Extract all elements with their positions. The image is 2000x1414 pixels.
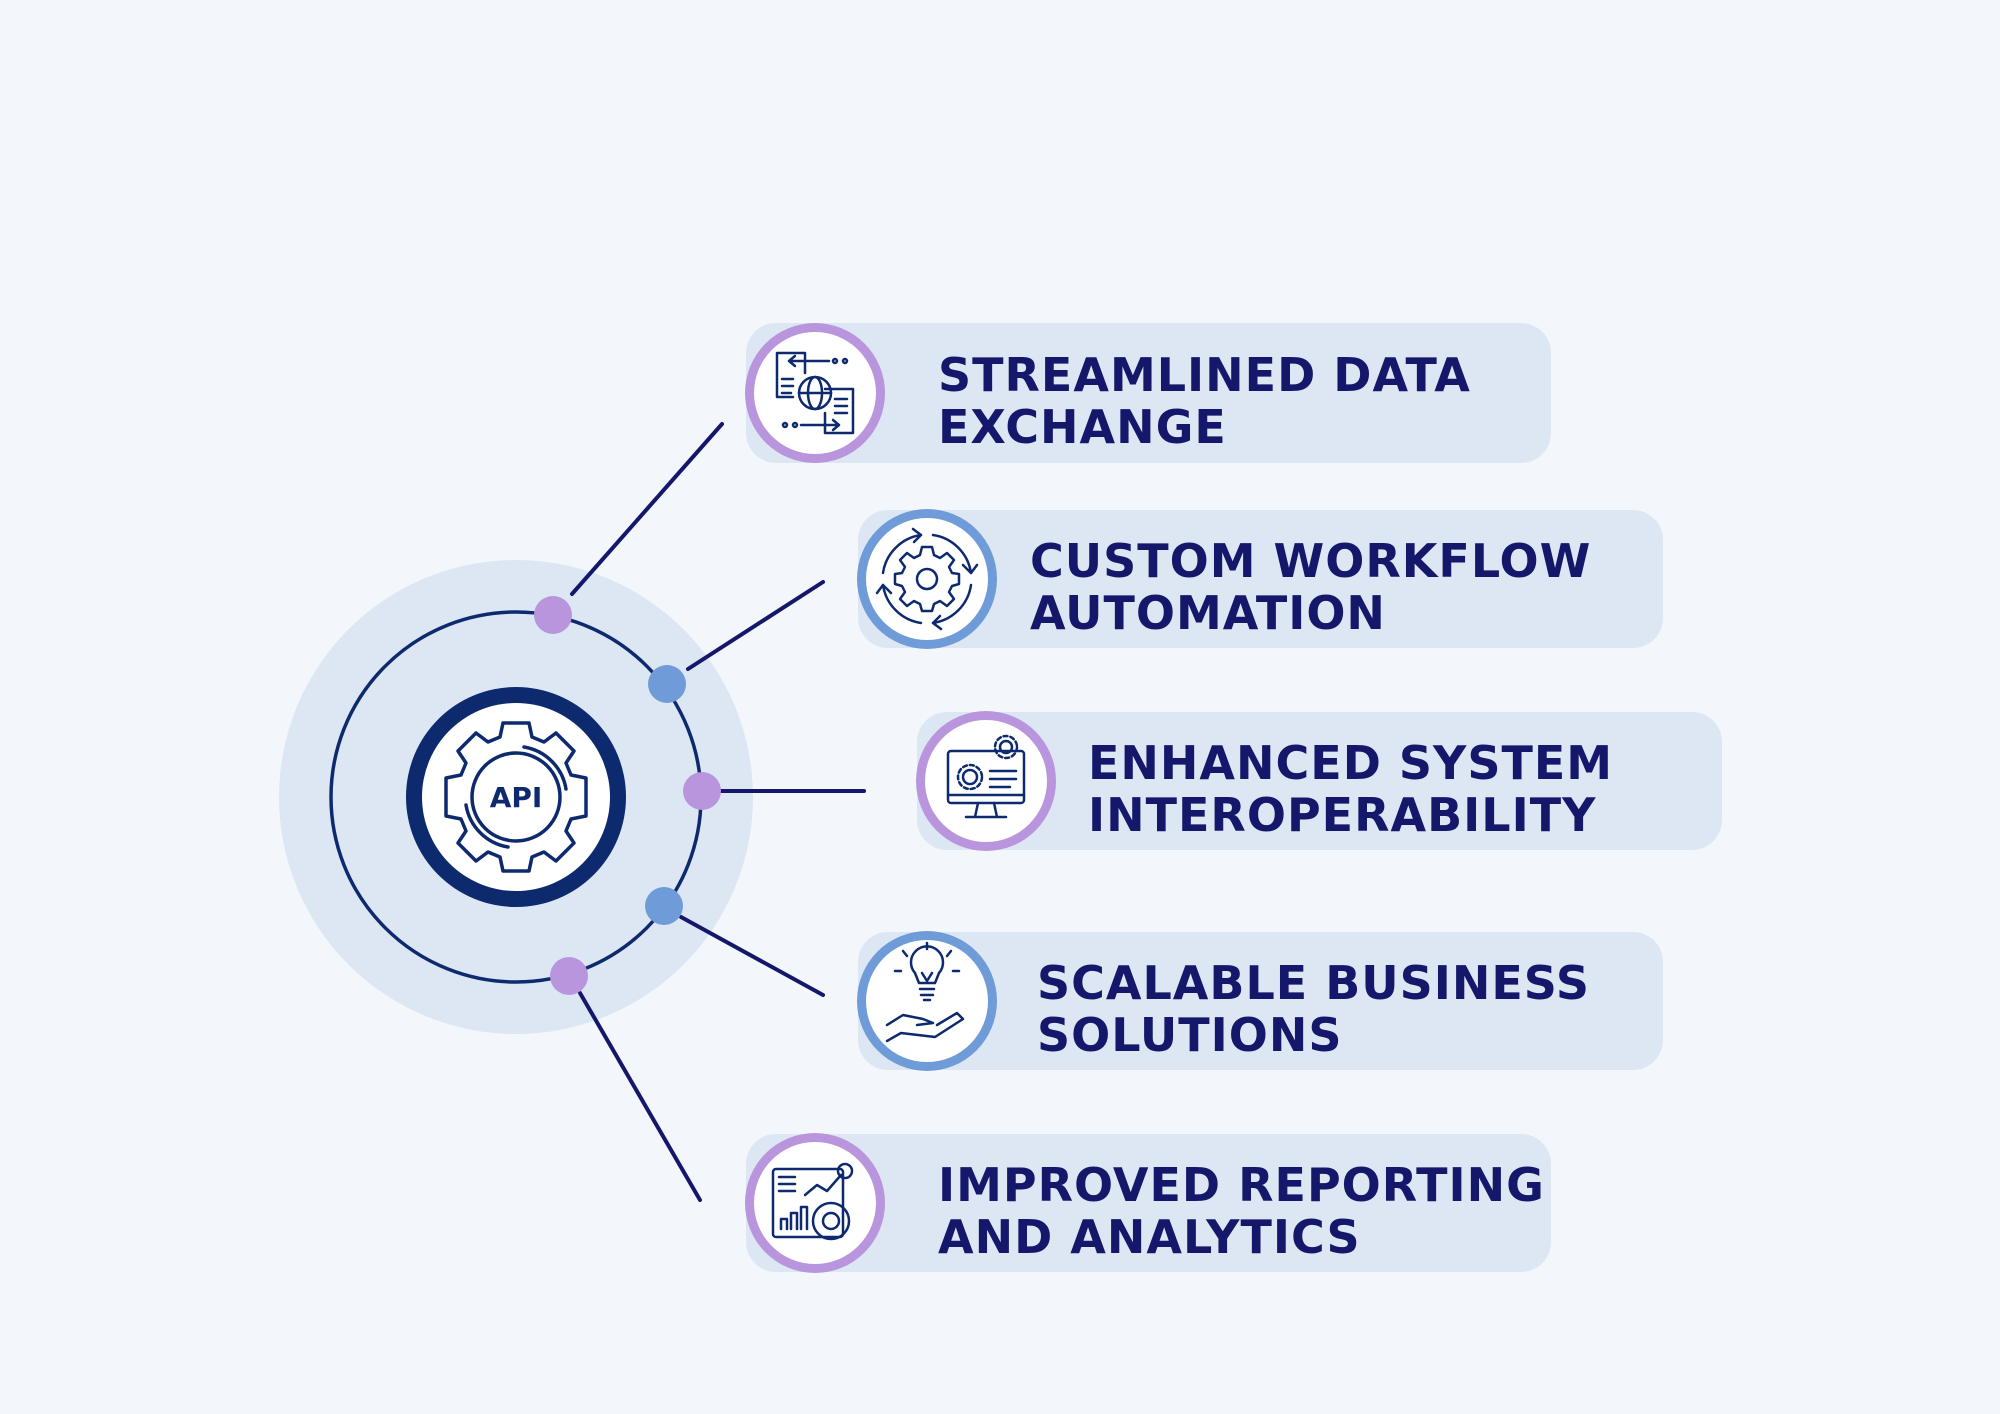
- benefit-card-5: IMPROVED REPORTING AND ANALYTICS: [745, 1133, 1551, 1273]
- card-title-line-1: CUSTOM WORKFLOW: [1030, 534, 1591, 588]
- idea-hand-icon: [885, 941, 965, 1043]
- connector-node-1: [534, 596, 572, 634]
- icon-badge-disc: [866, 518, 988, 640]
- benefit-card-4: SCALABLE BUSINESS SOLUTIONS: [857, 931, 1663, 1071]
- card-title-line-2: SOLUTIONS: [1037, 1008, 1342, 1062]
- connector-line-4: [679, 915, 825, 997]
- monitor-settings-icon: [946, 734, 1026, 819]
- card-title-line-1: ENHANCED SYSTEM: [1088, 736, 1613, 790]
- card-background: [858, 510, 1663, 648]
- benefit-card-3: ENHANCED SYSTEM INTEROPERABILITY: [916, 711, 1722, 851]
- connector-node-4: [645, 887, 683, 925]
- card-title-line-1: IMPROVED REPORTING: [938, 1158, 1545, 1212]
- card-background: [858, 932, 1663, 1070]
- connector-line-1: [570, 422, 724, 596]
- data-exchange-icon: [775, 351, 855, 435]
- connector-node-5: [550, 957, 588, 995]
- benefit-card-1: STREAMLINED DATA EXCHANGE: [745, 323, 1551, 463]
- card-background: [917, 712, 1722, 850]
- workflow-gear-icon: [875, 527, 979, 631]
- analytics-chart-icon: [771, 1162, 854, 1241]
- hub-label: API: [490, 781, 543, 814]
- card-title-line-1: STREAMLINED DATA: [938, 348, 1471, 402]
- card-background: [746, 1134, 1551, 1272]
- connector-node-3: [683, 772, 721, 810]
- icon-badge-disc: [925, 720, 1047, 842]
- api-gear-icon: API: [444, 721, 588, 873]
- card-title-line-1: SCALABLE BUSINESS: [1037, 956, 1590, 1010]
- connector-line-5: [578, 991, 702, 1202]
- card-title-line-2: INTEROPERABILITY: [1088, 788, 1596, 842]
- card-title-line-2: AUTOMATION: [1030, 586, 1386, 640]
- connector-node-2: [648, 665, 686, 703]
- card-background: [746, 323, 1551, 463]
- hub: API: [279, 560, 753, 1034]
- connectors: [570, 422, 866, 1202]
- card-title-line-2: AND ANALYTICS: [938, 1210, 1361, 1264]
- benefit-card-2: CUSTOM WORKFLOW AUTOMATION: [857, 509, 1663, 649]
- card-title-line-2: EXCHANGE: [938, 400, 1227, 454]
- connector-line-2: [686, 580, 825, 671]
- hub-core-disc: [422, 703, 610, 891]
- connector-nodes: [534, 596, 721, 995]
